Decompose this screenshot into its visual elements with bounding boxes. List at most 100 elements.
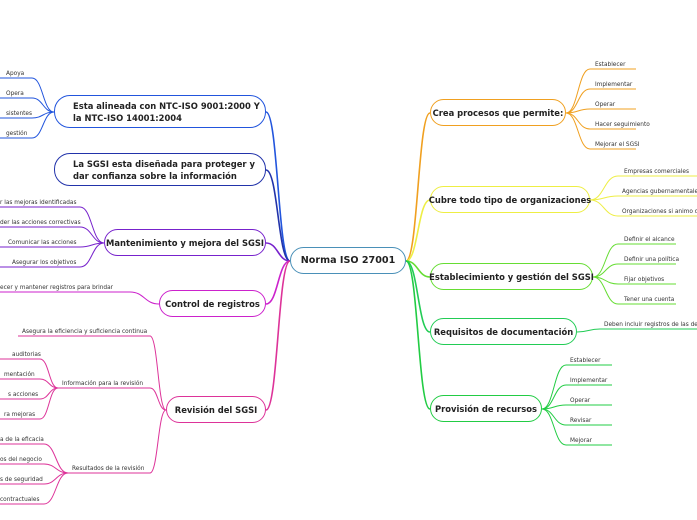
link-reg-leaf xyxy=(129,291,160,305)
leaf-agencias-gubernamentales[interactable]: Agencias gubernamentales xyxy=(622,189,697,195)
leaf-mantener-registros[interactable]: ecer y mantener registros para brindar xyxy=(0,285,114,291)
link-org-leaf xyxy=(589,199,619,217)
leaf-opera[interactable]: Opera xyxy=(6,91,24,97)
leaf-definir-politica[interactable]: Definir una política xyxy=(624,257,680,263)
link-est-leaf xyxy=(592,263,619,278)
link-info-leaf xyxy=(39,378,59,389)
link-procesos-leaf xyxy=(565,112,591,150)
leaf-hacer-seguimiento[interactable]: Hacer seguimiento xyxy=(595,122,650,128)
leaf-acciones-correctivas[interactable]: der las acciones correctivas xyxy=(0,220,81,226)
leaf-implementar-recursos[interactable]: Implementar xyxy=(570,378,608,384)
leaf-fijar-objetivos[interactable]: Fijar objetivos xyxy=(624,277,665,283)
topic-label: Esta alineada con NTC-ISO 9001:2000 Y la… xyxy=(73,100,260,123)
link-result-leaf xyxy=(43,443,69,474)
link-organizaciones xyxy=(405,199,431,262)
leaf-eficiencia-suficiencia[interactable]: Asegura la eficiencia y suficiencia cont… xyxy=(22,329,148,335)
leaf-establecer-recursos[interactable]: Establecer xyxy=(570,358,601,364)
topic-provision-recursos[interactable]: Provisión de recursos xyxy=(430,395,542,422)
link-alineada-leaf xyxy=(31,111,55,139)
leaf-mejoras-identificadas[interactable]: r las mejoras identificadas xyxy=(0,200,77,206)
leaf-definir-alcance[interactable]: Definir el alcance xyxy=(624,237,675,243)
topic-label: Revisión del SGSI xyxy=(174,404,258,415)
topic-cubre-organizaciones[interactable]: Cubre todo tipo de organizaciones xyxy=(428,186,592,213)
link-procesos xyxy=(405,112,431,262)
link-alineada-leaf xyxy=(31,77,55,113)
link-info-leaf xyxy=(39,387,59,420)
leaf-organizaciones-sin-animo[interactable]: Organizaciones si animo de xyxy=(622,209,697,215)
link-rev-leaf xyxy=(149,387,167,411)
link-rec-leaf xyxy=(541,364,567,410)
topic-label: La SGSI esta diseñada para proteger y da… xyxy=(73,158,255,181)
topic-label: Cubre todo tipo de organizaciones xyxy=(428,194,592,205)
topic-revision-sgsi[interactable]: Revisión del SGSI xyxy=(166,396,266,423)
leaf-mentacion[interactable]: mentación xyxy=(4,372,35,378)
leaf-implementar[interactable]: Implementar xyxy=(595,82,633,88)
leaf-eficacia[interactable]: a de la eficacia xyxy=(0,437,44,443)
link-registros xyxy=(265,260,291,305)
link-procesos-leaf xyxy=(565,88,591,114)
link-org-leaf xyxy=(589,175,619,201)
leaf-s-acciones[interactable]: s acciones xyxy=(8,392,39,398)
leaf-establecer[interactable]: Establecer xyxy=(595,62,626,68)
link-rec-leaf xyxy=(541,408,567,426)
topic-label: Control de registros xyxy=(165,298,260,309)
link-alineada xyxy=(265,111,291,262)
leaf-sistentes[interactable]: sistentes xyxy=(6,111,33,117)
central-topic-label: Norma ISO 27001 xyxy=(300,255,396,266)
leaf-contractuales[interactable]: contractuales xyxy=(0,497,40,503)
leaf-negocio[interactable]: os del negocio xyxy=(0,457,42,463)
link-mant-leaf xyxy=(79,226,105,244)
link-org-leaf xyxy=(589,195,619,201)
leaf-comunicar-acciones[interactable]: Comunicar las acciones xyxy=(8,240,77,246)
link-revision xyxy=(265,260,291,411)
topic-alineada-iso[interactable]: Esta alineada con NTC-ISO 9001:2000 Y la… xyxy=(54,95,266,128)
topic-label: Mantenimiento y mejora del SGSI xyxy=(106,237,264,248)
link-rev-leaf xyxy=(149,409,167,474)
link-mantenimiento xyxy=(265,242,291,262)
topic-establecimiento-gestion[interactable]: Establecimiento y gestión del SGSI xyxy=(429,263,594,290)
topic-control-registros[interactable]: Control de registros xyxy=(159,290,266,317)
topic-label: Provisión de recursos xyxy=(434,403,538,414)
link-est-leaf xyxy=(592,276,619,305)
link-recursos xyxy=(405,260,431,410)
leaf-mejorar-recursos[interactable]: Mejorar xyxy=(570,438,593,444)
topic-crea-procesos[interactable]: Crea procesos que permite: xyxy=(430,99,566,126)
link-procesos-leaf xyxy=(565,112,591,130)
link-mant-leaf xyxy=(79,242,105,268)
topic-label: Crea procesos que permite: xyxy=(432,107,564,118)
leaf-auditorias[interactable]: auditorias xyxy=(12,352,41,358)
leaf-resultados-revision[interactable]: Resultados de la revisión xyxy=(72,466,145,472)
leaf-operar-recursos[interactable]: Operar xyxy=(570,398,591,404)
leaf-asegurar-objetivos[interactable]: Asegurar los objetivos xyxy=(12,260,77,266)
central-topic-node[interactable]: Norma ISO 27001 xyxy=(290,247,406,274)
link-rev-leaf xyxy=(149,335,167,411)
topic-sgsi-disenada[interactable]: La SGSI esta diseñada para proteger y da… xyxy=(54,153,266,186)
link-procesos-leaf xyxy=(565,68,591,114)
topic-mantenimiento-mejora[interactable]: Mantenimiento y mejora del SGSI xyxy=(104,229,266,256)
link-result-leaf xyxy=(43,472,69,505)
link-rec-leaf xyxy=(541,384,567,410)
topic-label: Requisitos de documentación xyxy=(433,326,574,337)
link-info-leaf xyxy=(39,358,59,389)
topic-label: Establecimiento y gestión del SGSI xyxy=(429,271,594,282)
link-rec-leaf xyxy=(541,408,567,446)
leaf-tener-cuenta[interactable]: Tener una cuenta xyxy=(624,297,675,303)
link-est-leaf xyxy=(592,243,619,278)
leaf-gestion[interactable]: gestión xyxy=(6,131,28,137)
leaf-seguridad[interactable]: s de seguridad xyxy=(0,477,43,483)
link-doc-leaf xyxy=(576,328,601,333)
leaf-mejorar-sgsi[interactable]: Mejorar el SGSI xyxy=(595,142,640,148)
leaf-ra-mejoras[interactable]: ra mejoras xyxy=(4,412,36,418)
leaf-revisar-recursos[interactable]: Revisar xyxy=(570,418,592,424)
leaf-registros-decisiones[interactable]: Deben incluir registros de las dec xyxy=(604,322,697,328)
leaf-operar[interactable]: Operar xyxy=(595,102,616,108)
link-disenada xyxy=(265,169,291,262)
link-documentacion xyxy=(405,260,431,333)
leaf-empresas-comerciales[interactable]: Empresas comerciales xyxy=(624,169,689,175)
topic-requisitos-documentacion[interactable]: Requisitos de documentación xyxy=(430,318,577,345)
link-alineada-leaf xyxy=(31,97,55,113)
leaf-apoya[interactable]: Apoya xyxy=(6,71,25,77)
leaf-informacion-revision[interactable]: Información para la revisión xyxy=(62,381,144,387)
